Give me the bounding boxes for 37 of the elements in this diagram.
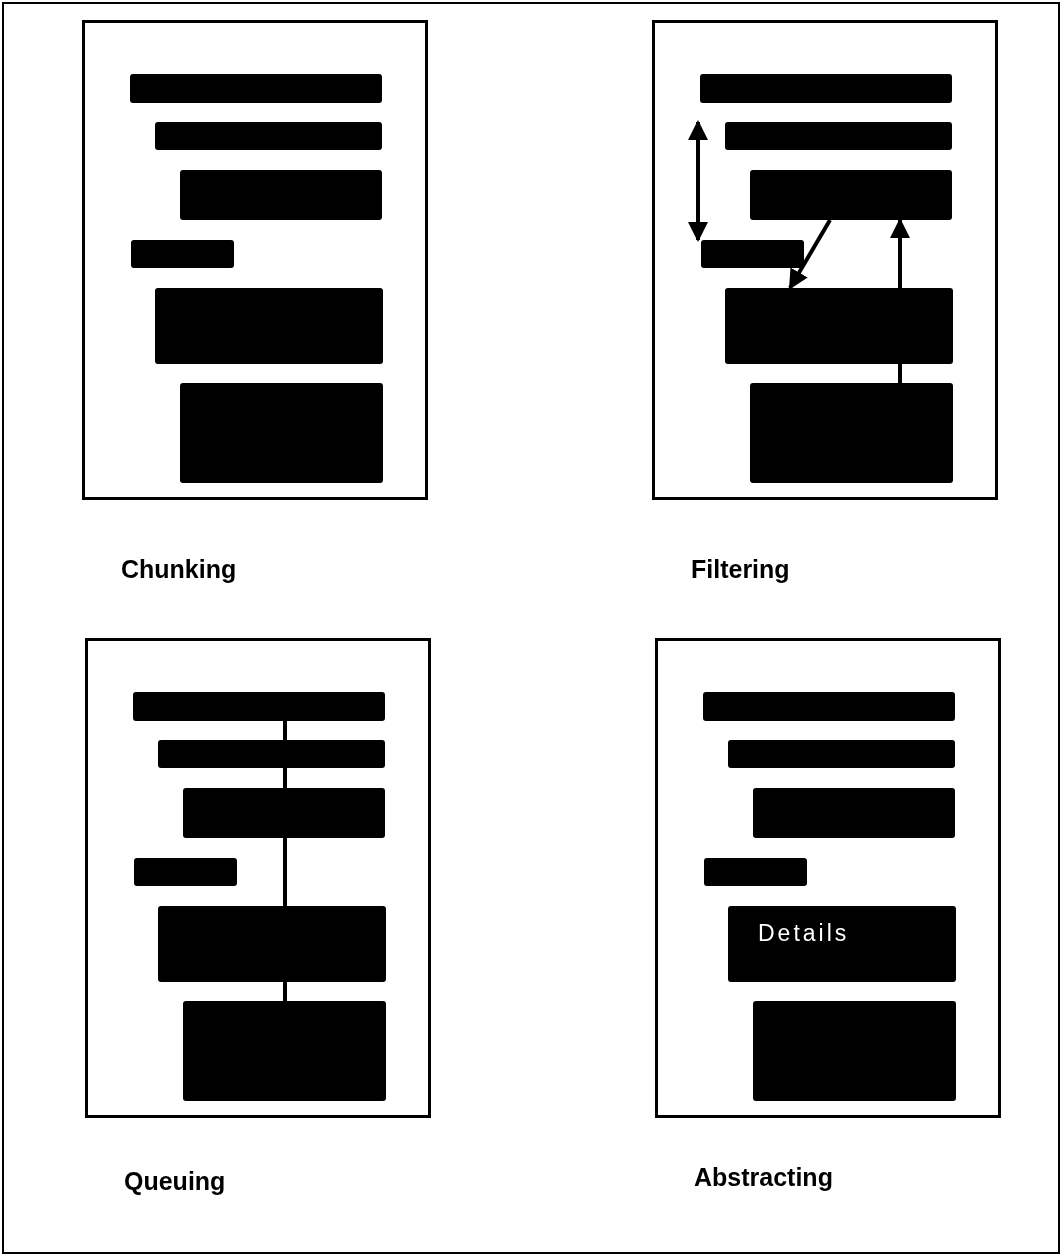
arrow xyxy=(788,219,832,290)
text-block-bar xyxy=(750,383,953,483)
connector-line xyxy=(283,838,287,906)
text-block-bar xyxy=(180,170,382,220)
text-block-bar xyxy=(728,740,955,768)
text-block-bar xyxy=(158,906,386,982)
arrow xyxy=(688,120,708,242)
text-block-bar xyxy=(180,383,383,483)
block-label: Details xyxy=(758,920,850,947)
text-block-bar xyxy=(155,122,382,150)
text-block-bar xyxy=(133,692,385,721)
text-block-bar xyxy=(753,788,955,838)
text-block-bar xyxy=(131,240,234,268)
connector-line xyxy=(283,768,287,788)
panel-caption: Filtering xyxy=(691,555,790,584)
connector-line xyxy=(283,721,287,740)
text-block-bar xyxy=(130,74,382,103)
panel-caption: Abstracting xyxy=(694,1163,833,1192)
connector-line xyxy=(283,982,287,1001)
text-block-bar xyxy=(750,170,952,220)
text-block-bar xyxy=(725,122,952,150)
panel-caption: Queuing xyxy=(124,1167,226,1196)
panel-caption: Chunking xyxy=(121,555,237,584)
labeled-block xyxy=(728,906,956,982)
text-block-bar xyxy=(155,288,383,364)
text-block-bar xyxy=(703,692,955,721)
text-block-bar xyxy=(183,788,385,838)
connector-line xyxy=(898,364,902,383)
text-block-bar xyxy=(158,740,385,768)
text-block-bar xyxy=(704,858,807,886)
text-block-bar xyxy=(183,1001,386,1101)
text-block-bar xyxy=(701,240,804,268)
text-block-bar xyxy=(134,858,237,886)
text-block-bar xyxy=(700,74,952,103)
arrow xyxy=(890,218,910,288)
text-block-bar xyxy=(753,1001,956,1101)
text-block-bar xyxy=(725,288,953,364)
